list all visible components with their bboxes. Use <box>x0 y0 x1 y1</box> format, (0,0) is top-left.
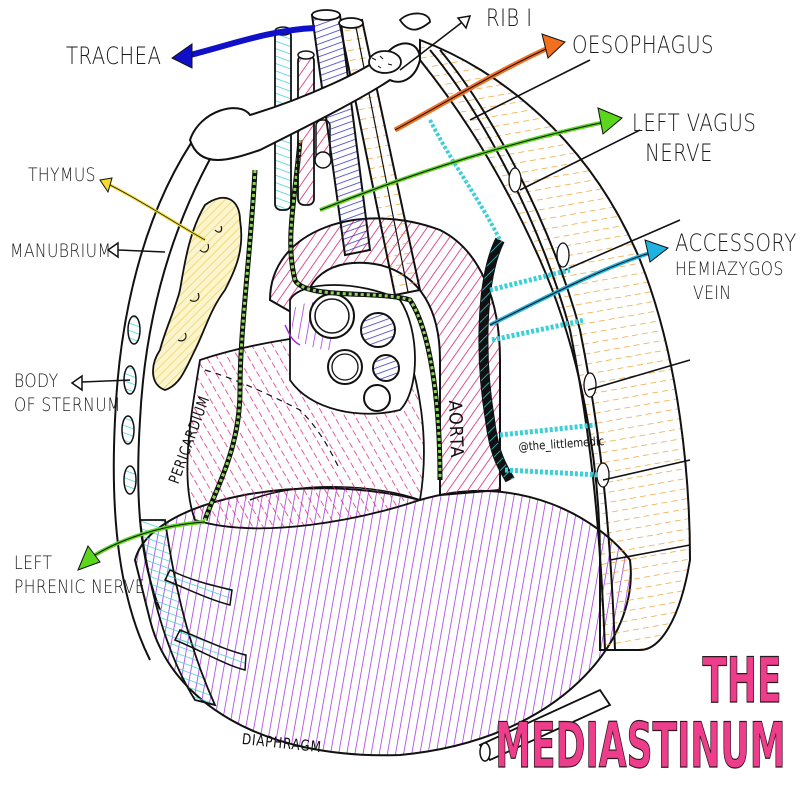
label-ahv-line1: ACCESSORY <box>675 229 797 257</box>
label-left-phrenic-nerve: LEFT PHRENIC NERVE <box>14 552 145 600</box>
title-line2: MEDIASTINUM <box>495 709 786 782</box>
thymus <box>152 196 243 391</box>
label-body-of-sternum-line2: OF STERNUM <box>14 393 121 416</box>
title-line1: THE <box>702 644 782 717</box>
thymus-arrowhead <box>99 177 113 194</box>
manubrium-arrow <box>117 249 166 253</box>
oesophagus-arrowhead <box>541 33 566 59</box>
label-manubrium: MANUBRIUM <box>10 240 112 262</box>
manubrium-arrowhead <box>106 241 119 259</box>
left-vagus-nerve <box>288 139 443 481</box>
label-trachea: TRACHEA <box>66 42 162 70</box>
body-of-sternum-arrow <box>81 379 131 383</box>
label-left-vagus-nerve: LEFT VAGUS NERVE <box>632 108 756 168</box>
internal-thoracic-vessels <box>138 519 247 707</box>
label-body-of-sternum-line1: BODY <box>14 370 59 392</box>
label-left-vagus-line1: LEFT VAGUS <box>632 109 757 137</box>
rib-i-arrow <box>399 19 466 71</box>
rib-i-arrowhead <box>456 15 472 30</box>
label-oesophagus: OESOPHAGUS <box>572 31 714 59</box>
left-vagus-arrowhead <box>597 107 623 135</box>
label-rib-i: RIB I <box>486 4 533 32</box>
accessory-hemiazygos-arrowhead <box>644 239 670 263</box>
trachea-arrow <box>189 25 316 58</box>
label-accessory-hemiazygos-vein: ACCESSORY HEMIAZYGOS VEIN <box>675 228 797 306</box>
label-left-phrenic-line1: LEFT <box>14 552 53 574</box>
label-left-vagus-line2: NERVE <box>645 139 713 167</box>
label-aorta: AORTA <box>444 400 468 459</box>
rib-cage <box>419 38 692 651</box>
left-phrenic-nerve <box>202 169 258 521</box>
label-ahv-line3: VEIN <box>693 281 732 304</box>
vessel-stub <box>478 688 612 762</box>
label-left-phrenic-line2: PHRENIC NERVE <box>14 575 146 598</box>
pointer-arrows <box>70 15 670 571</box>
label-ahv-line2: HEMIAZYGOS <box>675 258 784 280</box>
body-of-sternum-arrowhead <box>70 374 83 392</box>
hemiazygos-system <box>428 119 601 483</box>
label-body-of-sternum: BODY OF STERNUM <box>14 370 121 418</box>
lung-root-vessels <box>284 284 416 415</box>
trachea-arrowhead <box>171 43 193 69</box>
label-thymus: THYMUS <box>28 164 96 186</box>
left-phrenic-arrowhead <box>77 545 101 571</box>
